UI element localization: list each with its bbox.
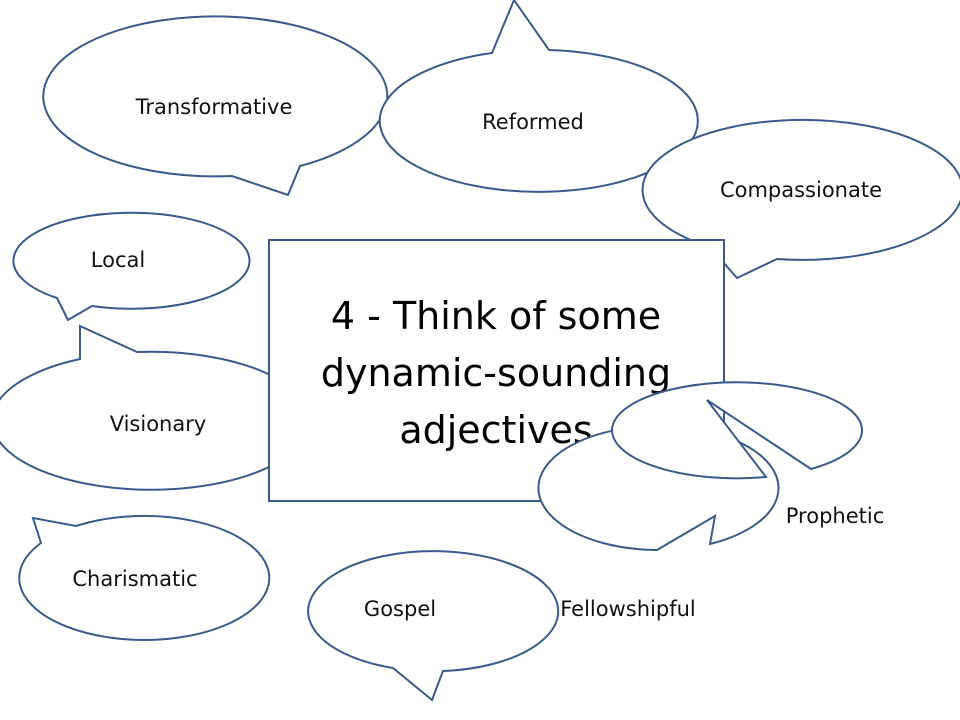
bubble-label-visionary: Visionary (110, 412, 207, 436)
speech-bubble-shape (378, 0, 699, 193)
bubble-label-charismatic: Charismatic (72, 567, 197, 591)
bubble-label-reformed: Reformed (482, 110, 584, 134)
bubble-label-fellowshipful: Fellowshipful (560, 597, 696, 621)
bubble-compassionate: Compassionate (641, 118, 960, 280)
bubble-label-gospel: Gospel (364, 597, 436, 621)
speech-bubble-shape (611, 381, 863, 480)
speech-bubble-shape (641, 118, 960, 280)
title-line-1: 4 - Think of some (331, 294, 661, 338)
bubble-label-prophetic: Prophetic (786, 504, 885, 528)
speech-bubble-shape (307, 550, 560, 702)
bubble-reformed: Reformed (378, 0, 699, 193)
speech-bubble-shape (12, 211, 251, 322)
speech-bubble-shape (0, 324, 312, 491)
speech-bubble-shape (18, 514, 271, 641)
bubble-visionary: Visionary (0, 324, 312, 491)
bubble-label-local: Local (91, 248, 145, 272)
bubble-transformative: Transformative (42, 15, 389, 197)
title-line-3: adjectives (399, 408, 592, 452)
bubble-label-transformative: Transformative (135, 95, 293, 119)
bubble-prophetic: Prophetic (611, 381, 885, 528)
bubble-local: Local (12, 211, 251, 322)
bubble-label-compassionate: Compassionate (720, 178, 882, 202)
title-line-2: dynamic-sounding (321, 351, 671, 395)
bubble-charismatic: Charismatic (18, 514, 271, 641)
bubble-gospel: Gospel (307, 550, 560, 702)
